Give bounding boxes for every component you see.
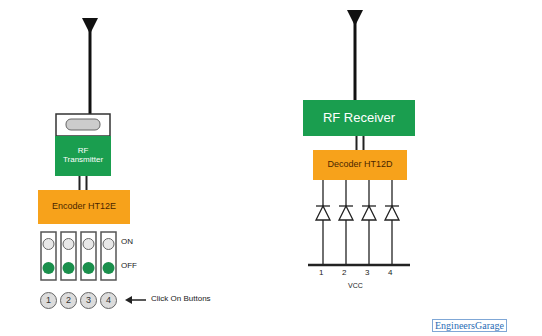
output-number: 2	[342, 269, 346, 278]
output-number: 1	[319, 269, 323, 278]
node-text: 2	[66, 296, 71, 306]
output-number: 4	[388, 269, 392, 278]
switch-state: OFF	[121, 262, 137, 271]
output-number: 3	[365, 269, 369, 278]
node-text: 3	[86, 296, 91, 306]
button-circle: 3	[80, 292, 97, 309]
switch-state: ON	[121, 238, 133, 247]
module-top	[56, 114, 110, 136]
antenna-tip	[82, 18, 98, 34]
pointer-head	[125, 296, 132, 304]
watermark: EngineersGarage	[432, 319, 507, 332]
antenna-tip	[347, 10, 363, 26]
node-text: 4	[106, 296, 111, 306]
node-text: 1	[46, 296, 51, 306]
receiver-module: RF Receiver	[303, 100, 415, 136]
antenna	[89, 24, 92, 114]
diodes	[308, 180, 410, 265]
node-text: RF Receiver	[323, 111, 395, 125]
crystal	[66, 119, 100, 130]
button-circle: 4	[100, 292, 117, 309]
button-circle: 2	[60, 292, 77, 309]
node-text: Decoder HT12D	[327, 160, 392, 170]
decoder-chip: Decoder HT12D	[313, 150, 407, 180]
switches	[41, 232, 116, 280]
wire-connector	[363, 136, 364, 150]
instruction-note: Click On Buttons	[151, 295, 211, 304]
antenna	[354, 16, 357, 100]
button-circle: 1	[40, 292, 57, 309]
wire-connector	[86, 176, 87, 190]
supply-label: VCC	[348, 282, 363, 290]
wire-connector	[79, 176, 80, 190]
node-text: Encoder HT12E	[52, 202, 116, 212]
encoder-chip: Encoder HT12E	[38, 190, 130, 224]
transmitter-module: RF Transmitter	[55, 136, 111, 176]
wire-connector	[356, 136, 357, 150]
pointer-arrow	[130, 299, 146, 301]
node-text: RF Transmitter	[57, 147, 109, 165]
